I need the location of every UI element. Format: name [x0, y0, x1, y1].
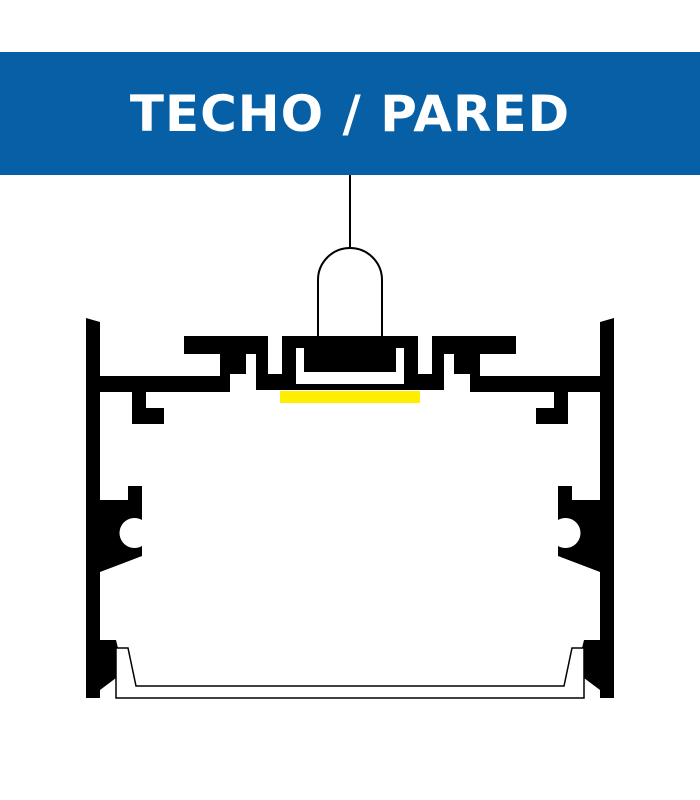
profile-left-screw-slot [100, 486, 142, 572]
profile-top-web [100, 336, 600, 392]
led-strip [280, 391, 420, 403]
profile-right-wall [600, 318, 614, 698]
banner-title: TECHO / PARED [129, 84, 571, 143]
profile-left-wall [86, 318, 100, 698]
profile-channel [296, 348, 404, 384]
suspension-clip [317, 247, 383, 353]
profile-right-hook [536, 392, 568, 424]
profile-left-hook [132, 392, 164, 424]
diffuser [115, 647, 585, 699]
title-banner: TECHO / PARED [0, 52, 700, 175]
profile-right-screw-slot [558, 486, 600, 572]
